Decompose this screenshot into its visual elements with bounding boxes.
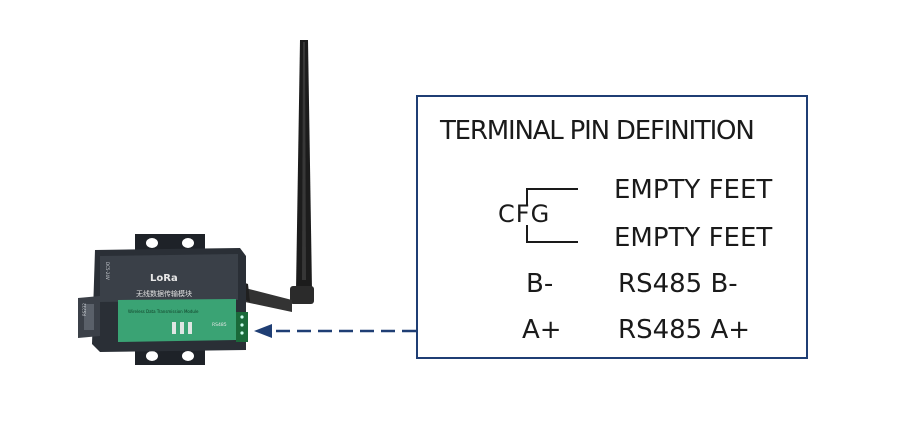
pin-definition-title: TERMINAL PIN DEFINITION bbox=[440, 116, 755, 146]
device-side-label: RS232 bbox=[82, 303, 87, 316]
device-label-text: Wireless Data Transmission Module bbox=[128, 309, 199, 314]
pin-definition-panel: TERMINAL PIN DEFINITION CFG EMPTY FEET E… bbox=[416, 95, 808, 359]
pin-definition-row-4: RS485 A+ bbox=[618, 315, 751, 345]
pin-definition-row-2: EMPTY FEET bbox=[614, 223, 773, 253]
device-power-label: DC5-24V bbox=[105, 262, 110, 280]
device-label-strip bbox=[118, 299, 236, 342]
device-brand: LoRa bbox=[150, 273, 178, 284]
cfg-group-label: CFG bbox=[498, 200, 551, 228]
device-body bbox=[78, 248, 248, 352]
device-subtitle: 无线数据传输模块 bbox=[136, 289, 192, 298]
pin-definition-row-3: RS485 B- bbox=[618, 269, 738, 299]
antenna bbox=[236, 40, 314, 312]
terminal-block bbox=[236, 312, 248, 342]
cfg-bracket-bottom bbox=[526, 225, 578, 243]
device-port-label: RS485 bbox=[212, 322, 227, 328]
pin-name-a-plus: A+ bbox=[522, 315, 562, 345]
pin-definition-row-1: EMPTY FEET bbox=[614, 175, 773, 205]
cfg-bracket-top bbox=[526, 188, 578, 206]
lora-device-illustration: LoRa 无线数据传输模块 Wireless Data Transmission… bbox=[78, 40, 418, 365]
pin-name-b-minus: B- bbox=[526, 269, 554, 299]
pin-callout-arrow bbox=[254, 324, 418, 338]
